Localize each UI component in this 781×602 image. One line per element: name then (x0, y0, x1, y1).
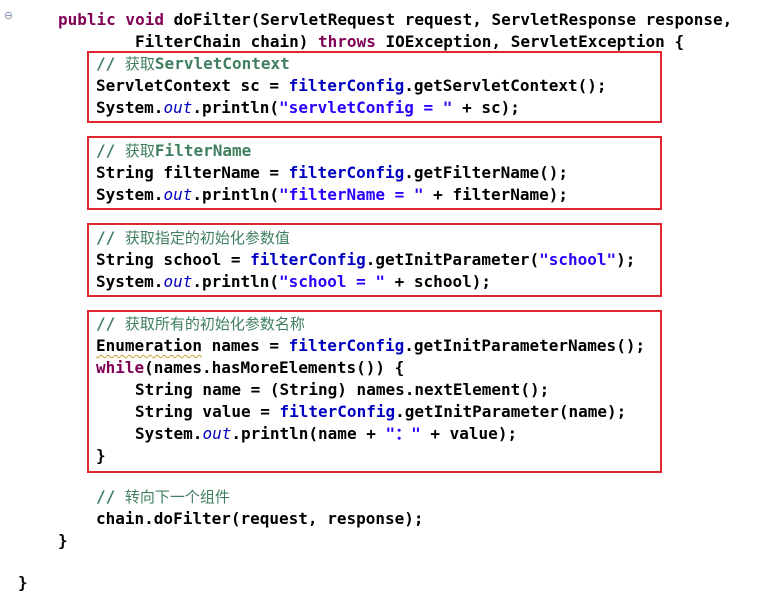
code-line: ServletContext sc = filterConfig.getServ… (96, 75, 607, 97)
keyword-while: while (96, 358, 145, 377)
code-line: String value = filterConfig.getInitParam… (135, 401, 626, 423)
comment-prefix: // (96, 228, 125, 247)
code-text: names = (201, 336, 289, 355)
code-text: .println( (192, 185, 280, 204)
field-ref: filterConfig (288, 76, 405, 95)
code-text: + school); (385, 272, 491, 291)
code-text: System. (96, 272, 164, 291)
string-literal: "：" (385, 424, 421, 443)
field-ref: filterConfig (288, 163, 405, 182)
code-comment: // 获取FilterName (96, 140, 251, 162)
comment-cjk: 转向下一个组件 (124, 488, 230, 506)
code-text: doFilter(ServletRequest request, Servlet… (163, 10, 733, 29)
code-text: + sc); (452, 98, 520, 117)
closing-brace: } (96, 446, 106, 465)
method-closing-brace: } (58, 530, 68, 552)
highlight-box-all-params (87, 310, 662, 473)
code-line: System.out.println("school = " + school)… (96, 271, 491, 293)
closing-brace: } (58, 531, 68, 550)
code-text: System. (96, 98, 164, 117)
keyword-throws: throws (318, 32, 376, 51)
code-text: System. (96, 185, 164, 204)
code-text: .getServletContext(); (404, 76, 607, 95)
code-text: .println(name + (231, 424, 386, 443)
code-text: ); (616, 250, 636, 269)
string-literal: "servletConfig = " (279, 98, 453, 117)
string-literal: "school" (539, 250, 617, 269)
fold-collapse-icon[interactable]: ⊖ (3, 9, 14, 22)
code-text: .println( (192, 98, 280, 117)
field-ref: filterConfig (250, 250, 366, 269)
highlight-box-servlet-context (87, 51, 662, 123)
code-text: String filterName = (96, 163, 289, 182)
code-line: Enumeration names = filterConfig.getInit… (96, 335, 645, 357)
code-text: + value); (420, 424, 518, 443)
static-field-ref: out (163, 98, 193, 117)
code-text: .println( (192, 272, 280, 291)
field-ref: filterConfig (279, 402, 396, 421)
code-text: .getFilterName(); (404, 163, 569, 182)
code-line: String filterName = filterConfig.getFilt… (96, 162, 568, 184)
class-closing-brace: } (18, 572, 28, 594)
code-comment: // 获取所有的初始化参数名称 (96, 313, 305, 335)
code-comment: // 获取ServletContext (96, 53, 290, 75)
code-line-signature: public void doFilter(ServletRequest requ… (58, 9, 732, 31)
keyword: public void (58, 10, 164, 29)
warning-underline[interactable]: Enumeration (96, 336, 202, 355)
static-field-ref: out (202, 424, 232, 443)
code-text: IOException, ServletException { (375, 32, 685, 51)
comment-cjk: 获取指定的初始化参数值 (124, 229, 290, 247)
code-text: FilterChain chain) (135, 32, 319, 51)
code-line: while(names.hasMoreElements()) { (96, 357, 404, 379)
code-text: String name = (String) names.nextElement… (135, 380, 550, 399)
code-line: } (96, 445, 106, 467)
static-field-ref: out (163, 272, 193, 291)
code-comment: // 获取指定的初始化参数值 (96, 227, 290, 249)
code-text: String school = (96, 250, 251, 269)
comment-prefix: // (96, 314, 125, 333)
comment-cjk: 获取 (124, 55, 155, 73)
code-text: .getInitParameter(name); (395, 402, 627, 421)
comment-text: FilterName (154, 141, 252, 160)
code-comment: // 转向下一个组件 (96, 486, 230, 508)
closing-brace: } (18, 573, 28, 592)
code-text: ServletContext sc = (96, 76, 289, 95)
code-text: String value = (135, 402, 280, 421)
code-line: System.out.println("servletConfig = " + … (96, 97, 520, 119)
comment-text: ServletContext (154, 54, 290, 73)
code-text: + filterName); (423, 185, 569, 204)
comment-prefix: // (96, 141, 125, 160)
highlight-box-init-param (87, 223, 662, 297)
code-text: System. (135, 424, 203, 443)
code-line: chain.doFilter(request, response); (96, 508, 424, 530)
string-literal: "school = " (279, 272, 386, 291)
static-field-ref: out (163, 185, 193, 204)
comment-cjk: 获取所有的初始化参数名称 (124, 315, 305, 333)
code-line-signature-2: FilterChain chain) throws IOException, S… (135, 31, 684, 53)
string-literal: "filterName = " (279, 185, 424, 204)
code-text: chain.doFilter(request, response); (96, 509, 424, 528)
highlight-box-filter-name (87, 136, 662, 210)
comment-prefix: // (96, 487, 125, 506)
comment-prefix: // (96, 54, 125, 73)
code-line: String name = (String) names.nextElement… (135, 379, 549, 401)
code-text: (names.hasMoreElements()) { (144, 358, 405, 377)
code-text: .getInitParameterNames(); (404, 336, 646, 355)
field-ref: filterConfig (288, 336, 405, 355)
comment-cjk: 获取 (124, 142, 155, 160)
code-line: System.out.println(name + "：" + value); (135, 423, 517, 445)
code-line: System.out.println("filterName = " + fil… (96, 184, 568, 206)
code-line: String school = filterConfig.getInitPara… (96, 249, 635, 271)
code-text: .getInitParameter( (365, 250, 540, 269)
